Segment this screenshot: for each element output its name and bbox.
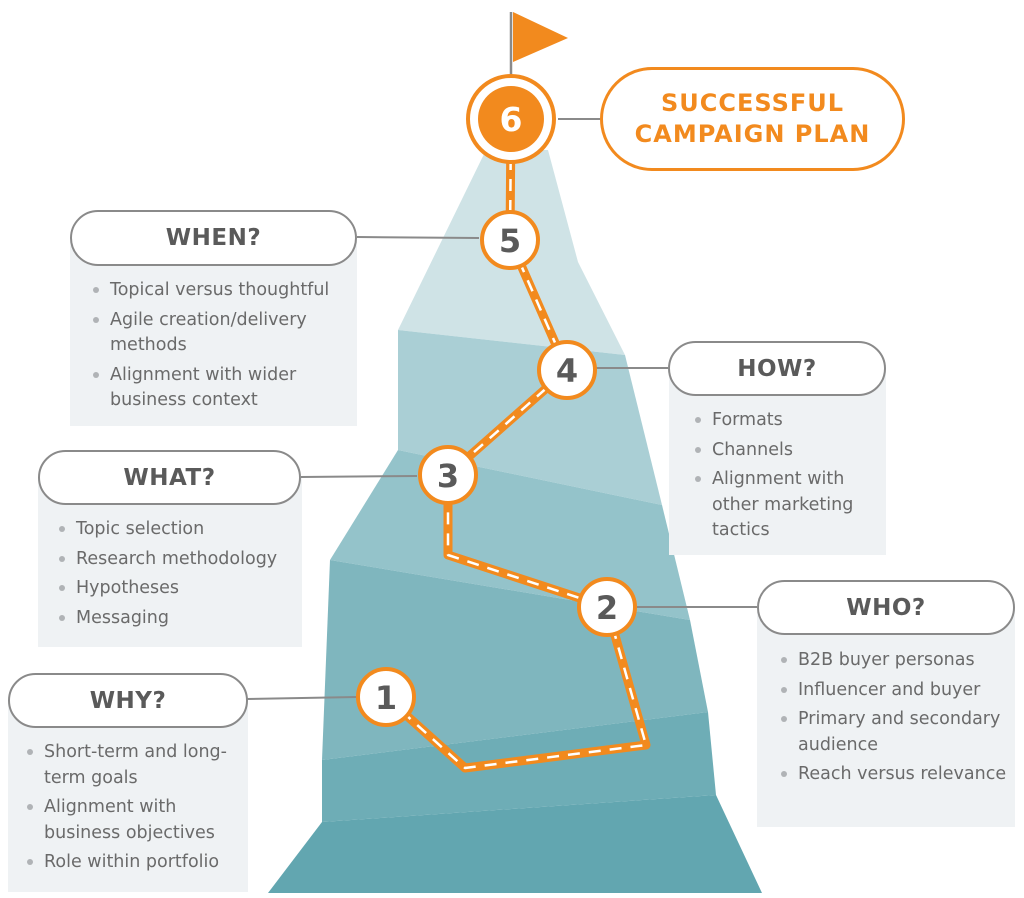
who-panel: [757, 608, 1015, 827]
what-panel: [38, 478, 302, 647]
step-number: 2: [596, 589, 618, 627]
list-item: Alignment with other marketing tactics: [690, 467, 880, 544]
step-2-marker: 2: [577, 577, 637, 637]
step-number: 5: [499, 222, 521, 260]
goal-number: 6: [500, 100, 523, 139]
when-list: Topical versus thoughtful Agile creation…: [88, 278, 350, 418]
connector-3: [300, 475, 418, 478]
list-item: Influencer and buyer: [776, 678, 1010, 704]
how-panel: [669, 368, 886, 555]
what-title: WHAT?: [38, 450, 301, 505]
step-4-marker: 4: [537, 340, 597, 400]
why-list: Short-term and long-term goals Alignment…: [22, 740, 244, 880]
mountain-layer-3: [330, 450, 690, 620]
step-number: 3: [437, 457, 459, 495]
connector-lines: [246, 118, 757, 700]
list-item: Topical versus thoughtful: [88, 278, 350, 304]
list-item: Alignment with business objectives: [22, 795, 244, 846]
what-list: Topic selection Research methodology Hyp…: [54, 517, 296, 635]
step-number: 4: [556, 352, 578, 390]
why-panel: [8, 700, 248, 892]
list-item: Alignment with wider business context: [88, 363, 350, 414]
list-item: Channels: [690, 438, 880, 464]
trail-path: [382, 119, 651, 773]
who-title: WHO?: [757, 580, 1015, 635]
step-1-marker: 1: [356, 667, 416, 727]
list-item: Research methodology: [54, 547, 296, 573]
list-item: Reach versus relevance: [776, 762, 1010, 788]
goal-line-1: SUCCESSFUL: [660, 89, 845, 117]
list-item: Messaging: [54, 606, 296, 632]
goal-line-2: CAMPAIGN PLAN: [634, 120, 871, 148]
mountain-layer-5: [322, 712, 716, 822]
list-item: Formats: [690, 408, 880, 434]
when-panel: [70, 240, 357, 426]
connector-5: [356, 236, 480, 239]
list-item: Role within portfolio: [22, 850, 244, 876]
goal-label: SUCCESSFUL CAMPAIGN PLAN: [600, 67, 905, 171]
step-6-marker: 6: [466, 74, 556, 164]
when-title: WHEN?: [70, 210, 357, 266]
flag-icon: [513, 12, 568, 62]
how-title: HOW?: [668, 341, 886, 396]
step-circles: 1 2 3 4 5 6: [356, 74, 637, 727]
mountain-layer-6: [268, 795, 762, 893]
who-list: B2B buyer personas Influencer and buyer …: [776, 648, 1010, 792]
list-item: Primary and secondary audience: [776, 707, 1010, 758]
list-item: B2B buyer personas: [776, 648, 1010, 674]
step-5-marker: 5: [480, 210, 540, 270]
connector-1: [246, 696, 358, 700]
why-title: WHY?: [8, 673, 248, 728]
list-item: Agile creation/delivery methods: [88, 308, 350, 359]
list-item: Topic selection: [54, 517, 296, 543]
how-list: Formats Channels Alignment with other ma…: [690, 408, 880, 548]
list-item: Hypotheses: [54, 576, 296, 602]
step-3-marker: 3: [418, 445, 478, 505]
list-item: Short-term and long-term goals: [22, 740, 244, 791]
step-number: 1: [375, 679, 397, 717]
